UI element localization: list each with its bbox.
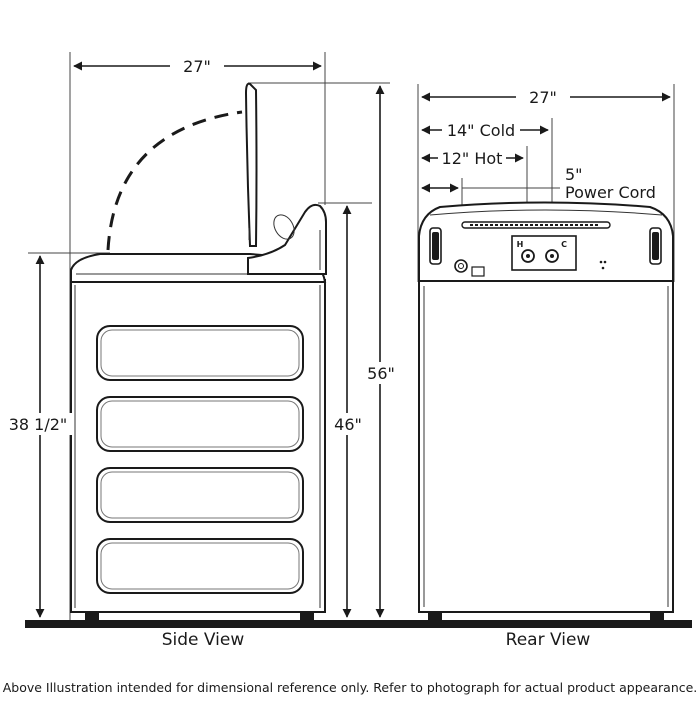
rear-cabinet	[418, 280, 674, 613]
side-panel-2-inner	[100, 400, 300, 448]
power-cord-label: Power Cord	[565, 183, 656, 202]
rear-top-contour	[429, 209, 663, 216]
rear-foot-right	[650, 612, 664, 620]
side-panel-3	[96, 467, 304, 523]
rear-width-label: 27"	[529, 88, 557, 107]
power-cord-entry	[454, 259, 468, 273]
rear-screw-right	[603, 260, 607, 264]
side-panel-4-inner	[100, 542, 300, 590]
rear-width-label-bg	[516, 86, 570, 108]
console-knob	[273, 214, 295, 240]
rear-view-caption: Rear View	[506, 630, 591, 650]
rear-view: H C 27" 14" Cold 12" Hot 5" Power Cord	[417, 84, 675, 650]
cold-inlet-label-bg	[442, 119, 520, 141]
side-panel-3-inner	[100, 471, 300, 519]
hot-inlet-label: 12" Hot	[442, 149, 503, 168]
rear-screw-bottom	[601, 266, 605, 270]
power-cord-value-label: 5"	[565, 165, 583, 184]
side-view-caption: Side View	[162, 630, 245, 650]
lid-open-height-label: 56"	[367, 364, 395, 383]
hot-water-inlet-center	[526, 254, 530, 258]
rear-foot-left	[428, 612, 442, 620]
lid-open-height-label-bg	[364, 362, 398, 384]
side-foot-front	[85, 612, 99, 620]
disclaimer-text: Above Illustration intended for dimensio…	[3, 680, 698, 695]
console-height-label: 46"	[334, 415, 362, 434]
cold-water-inlet-center	[550, 254, 554, 258]
side-panel-4	[96, 538, 304, 594]
lid-swing-arc	[106, 110, 243, 251]
floor-line	[25, 620, 692, 628]
cabinet-height-label: 38 1/2"	[9, 415, 68, 434]
rear-clip	[471, 266, 485, 277]
side-width-label: 27"	[183, 57, 211, 76]
cold-inlet-label: 14" Cold	[447, 121, 515, 140]
side-open-lid	[244, 82, 258, 247]
hot-inlet-label-bg	[438, 147, 506, 169]
side-foot-rear	[300, 612, 314, 620]
side-console	[247, 203, 327, 275]
side-width-label-bg	[170, 55, 224, 77]
cabinet-height-label-bg	[6, 413, 72, 435]
power-cord-entry-inner	[458, 263, 464, 269]
side-panel-1	[96, 325, 304, 381]
side-panel-1-inner	[100, 329, 300, 377]
rear-handle-left-grip	[432, 232, 439, 260]
side-view: 27" 38 1/2" 46" 56" Side View	[6, 52, 398, 650]
rear-handle-right-grip	[652, 232, 659, 260]
rear-screw-left	[599, 260, 603, 264]
side-panel-2	[96, 396, 304, 452]
cold-inlet-marker: C	[561, 240, 567, 249]
hot-inlet-marker: H	[517, 240, 524, 249]
console-height-label-bg	[332, 413, 366, 435]
